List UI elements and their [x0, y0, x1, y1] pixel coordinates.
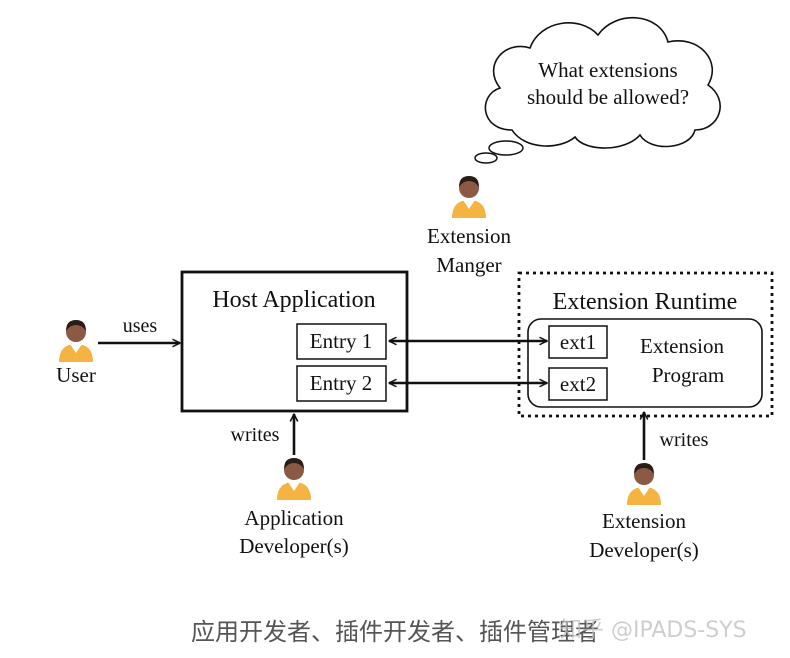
application-developer-person: Application Developer(s)	[239, 458, 349, 558]
figure-caption: 应用开发者、插件开发者、插件管理者	[191, 618, 599, 646]
extension-developer-person: Extension Developer(s)	[589, 463, 699, 562]
entry-1-label: Entry 1	[310, 329, 372, 353]
extension-manager-label-line2: Manger	[436, 253, 501, 277]
host-application-box: Host Application Entry 1 Entry 2	[180, 270, 409, 413]
extension-program-label-line1: Extension	[640, 334, 724, 358]
thought-text-line2: should be allowed?	[527, 85, 689, 109]
extension-runtime-title: Extension Runtime	[553, 289, 738, 315]
watermark: 知乎 @IPADS-SYS	[560, 618, 747, 643]
ext-writes-label: writes	[660, 429, 709, 451]
extension-manager-label-line1: Extension	[427, 224, 511, 248]
entry-1-box	[296, 323, 387, 360]
thought-text-line1: What extensions	[538, 58, 677, 82]
extension-developer-label-line1: Extension	[602, 509, 686, 533]
entry-2-box	[296, 365, 387, 402]
thought-dot-large	[488, 140, 524, 156]
user-icon	[59, 320, 93, 362]
user-label: User	[56, 363, 96, 387]
ext1-label: ext1	[560, 330, 596, 354]
extension-manager-person: Extension Manger	[427, 176, 511, 277]
thought-dot-small	[474, 152, 498, 164]
extension-developer-icon	[627, 463, 661, 505]
diagram-canvas: What extensions should be allowed? Exten…	[56, 16, 774, 562]
application-developer-label-line2: Developer(s)	[239, 534, 349, 558]
extension-program-label-line2: Program	[652, 363, 724, 387]
uses-label: uses	[123, 315, 158, 337]
app-writes-label: writes	[231, 424, 280, 446]
host-application-title: Host Application	[212, 287, 375, 313]
application-developer-icon	[277, 458, 311, 500]
application-developer-label-line1: Application	[244, 506, 344, 530]
extension-manager-icon	[452, 176, 486, 218]
entry-2-label: Entry 2	[310, 371, 372, 395]
user-person: User	[56, 320, 96, 387]
ext2-box	[548, 367, 608, 401]
thought-bubble: What extensions should be allowed?	[474, 16, 721, 164]
ext2-label: ext2	[560, 372, 596, 396]
ext1-box	[548, 325, 608, 359]
thought-cloud	[484, 16, 721, 149]
extension-runtime-box: Extension Runtime ext1 ext2 Extension Pr…	[517, 271, 774, 418]
extension-developer-label-line2: Developer(s)	[589, 538, 699, 562]
